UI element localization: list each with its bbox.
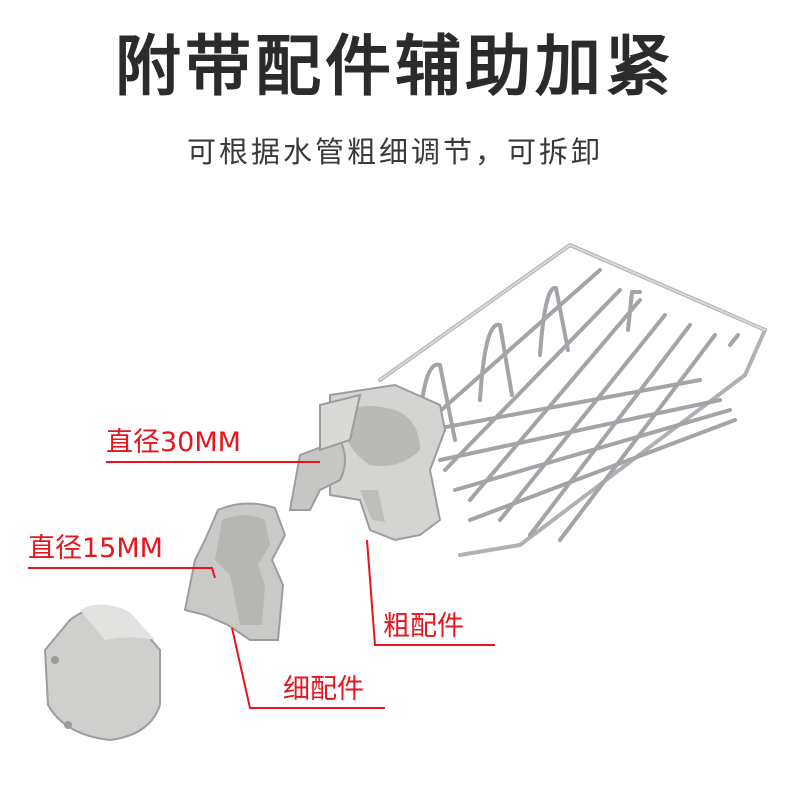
leader-line-thick	[366, 539, 495, 646]
label-diameter-30mm: 直径30MM	[106, 427, 241, 458]
page-title: 附带配件辅助加紧	[115, 28, 675, 105]
leader-lines	[28, 461, 495, 709]
label-diameter-15mm: 直径15MM	[28, 533, 163, 564]
label-thick-part: 粗配件	[383, 611, 464, 642]
thick-adapter	[288, 393, 362, 511]
page-subtitle: 可根据水管粗细调节，可拆卸	[186, 135, 603, 169]
leader-line-thin	[231, 627, 385, 709]
label-thin-part: 细配件	[283, 674, 364, 705]
leader-line-15mm	[28, 567, 216, 579]
wire-basket	[378, 243, 767, 557]
end-cap	[43, 604, 161, 742]
thin-adapter	[183, 502, 287, 641]
main-clip	[329, 383, 447, 542]
